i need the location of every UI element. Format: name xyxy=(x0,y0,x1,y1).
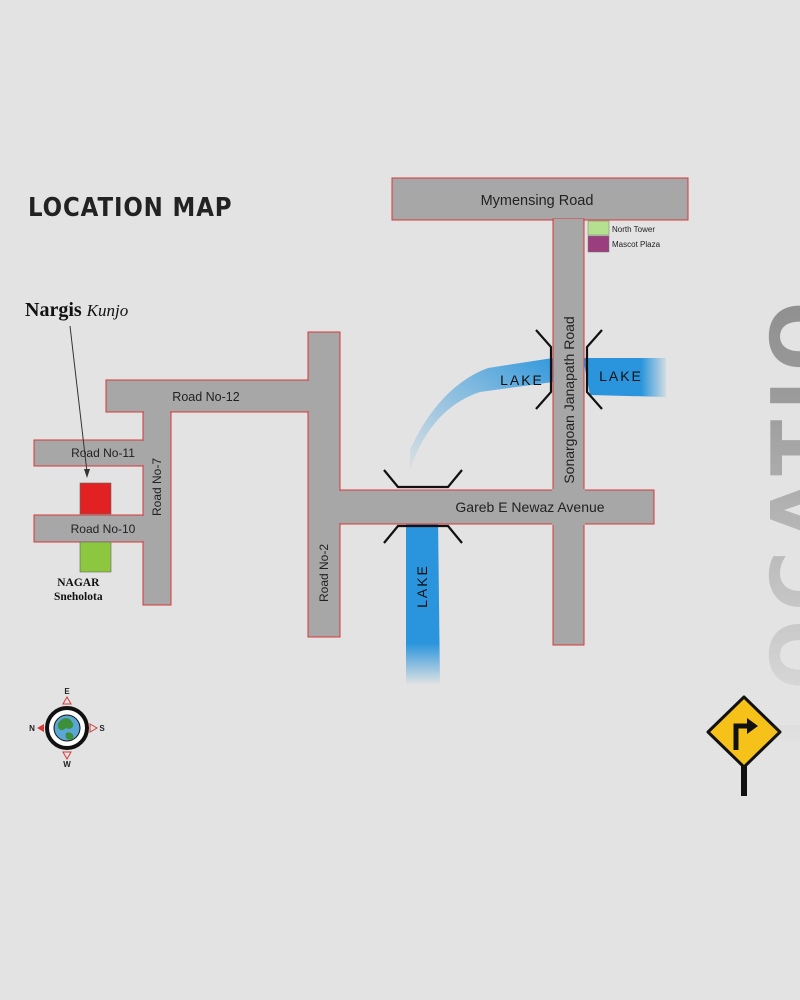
lake-curve xyxy=(410,358,553,470)
compass-icon xyxy=(37,695,99,761)
compass-label-right: S xyxy=(99,724,105,733)
page-title: LOCATION MAP xyxy=(28,193,233,223)
legend-mascot-plaza: Mascot Plaza xyxy=(612,240,661,249)
plot-nagar-sneholota xyxy=(79,541,112,573)
label-road-no-11: Road No-11 xyxy=(71,446,135,460)
legend-north-tower: North Tower xyxy=(612,225,655,234)
road-network xyxy=(33,177,689,646)
site-suffix: Kunjo xyxy=(86,301,129,320)
site-pointer-arrow xyxy=(69,325,88,473)
compass-label-top: E xyxy=(64,687,70,696)
legend-swatch-north-tower xyxy=(587,220,610,236)
bridge-markers xyxy=(383,329,603,544)
neighbor-label: NAGAR Sneholota xyxy=(54,576,103,604)
label-sonargoan-janapath-road: Sonargoan Janapath Road xyxy=(561,316,577,483)
label-lake-north-west: LAKE xyxy=(500,372,544,388)
site-name: Nargis xyxy=(25,299,82,321)
arrow-head xyxy=(84,469,90,478)
neighbor-line-2: Sneholota xyxy=(54,591,103,603)
compass-label-left: N xyxy=(29,724,35,733)
label-road-no-10: Road No-10 xyxy=(71,522,136,536)
road-mymensing xyxy=(391,177,689,221)
vertical-watermark-title: LOCATION MAP xyxy=(748,0,800,748)
label-lake-north-east: LAKE xyxy=(599,368,643,384)
compass-label-bottom: W xyxy=(63,760,71,769)
lake-south xyxy=(406,518,440,685)
label-road-no-2: Road No-2 xyxy=(317,544,331,602)
label-road-no-7: Road No-7 xyxy=(150,458,164,516)
road-no-10 xyxy=(33,514,144,543)
road-no-2 xyxy=(307,331,341,638)
lake-east xyxy=(583,358,666,397)
label-mymensing-road: Mymensing Road xyxy=(481,193,594,209)
legend-swatch-mascot-plaza xyxy=(587,235,610,253)
label-lake-south: LAKE xyxy=(414,564,430,608)
neighbor-line-1: NAGAR xyxy=(57,577,100,589)
road-no-11 xyxy=(33,439,144,467)
turn-right-sign-icon xyxy=(706,695,782,796)
label-gareb-e-newaz-avenue: Gareb E Newaz Avenue xyxy=(455,499,604,515)
label-road-no-12: Road No-12 xyxy=(172,390,239,404)
site-plot-nargis-kunjo xyxy=(79,482,112,515)
